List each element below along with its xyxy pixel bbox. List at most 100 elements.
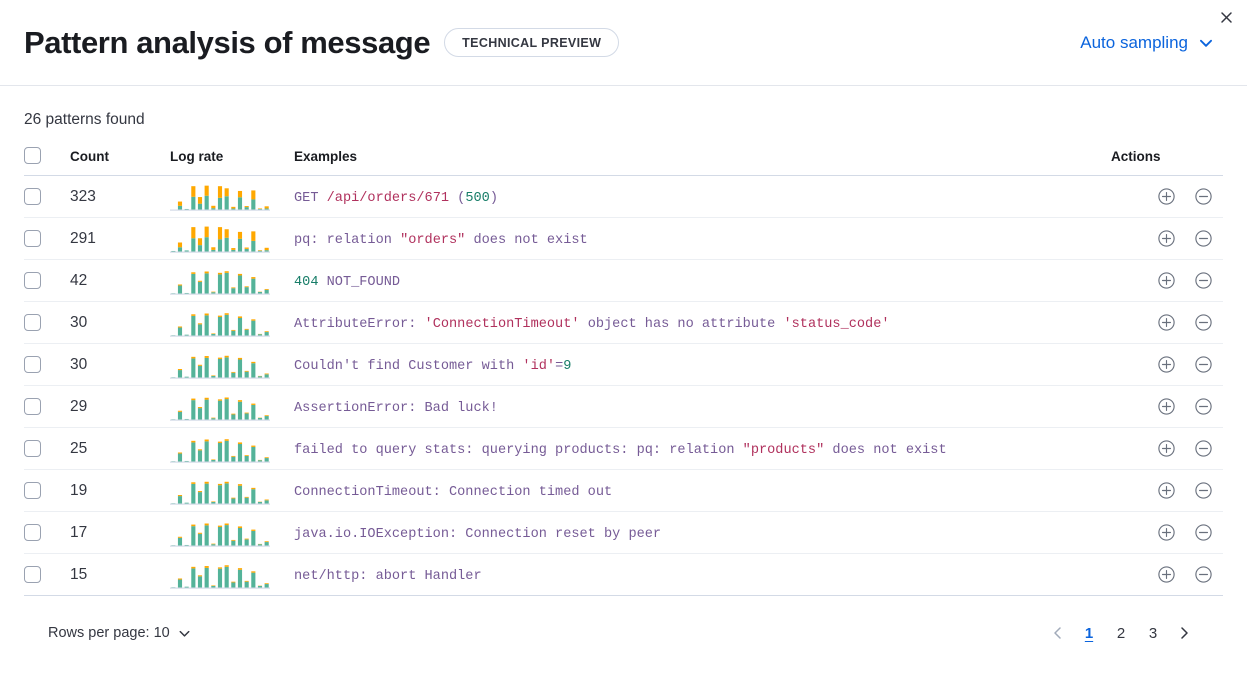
column-header-examples[interactable]: Examples	[294, 147, 1111, 176]
log-rate-sparkline	[170, 476, 294, 506]
count-cell: 19	[70, 469, 170, 512]
row-checkbox[interactable]	[24, 356, 41, 373]
row-checkbox[interactable]	[24, 482, 41, 499]
minus-circle-icon[interactable]	[1194, 439, 1213, 458]
example-token-str: "products"	[742, 442, 825, 458]
table-row[interactable]: 15 net/http: abort Handler	[24, 553, 1223, 596]
plus-circle-icon[interactable]	[1157, 481, 1176, 500]
row-checkbox[interactable]	[24, 440, 41, 457]
row-checkbox[interactable]	[24, 566, 41, 583]
log-rate-sparkline	[170, 392, 294, 422]
count-cell: 15	[70, 553, 170, 596]
minus-circle-icon[interactable]	[1194, 313, 1213, 332]
select-all-checkbox[interactable]	[24, 147, 41, 164]
example-token-str: "orders"	[400, 232, 466, 248]
log-rate-cell	[170, 511, 294, 554]
log-rate-cell	[170, 385, 294, 428]
column-header-log-rate[interactable]: Log rate	[170, 147, 294, 176]
minus-circle-icon[interactable]	[1194, 271, 1213, 290]
table-row[interactable]: 291 pq: relation "orders" does not exist	[24, 217, 1223, 260]
count-value: 323	[70, 187, 96, 205]
example-cell: 404 NOT_FOUND	[294, 259, 1111, 302]
plus-circle-icon[interactable]	[1157, 523, 1176, 542]
log-rate-sparkline	[170, 434, 294, 464]
row-select-cell	[24, 427, 70, 470]
example-token-num: 500	[465, 190, 490, 206]
minus-circle-icon[interactable]	[1194, 355, 1213, 374]
plus-circle-icon[interactable]	[1157, 271, 1176, 290]
count-value: 291	[70, 229, 96, 247]
row-checkbox[interactable]	[24, 524, 41, 541]
example-token-default: )	[489, 190, 498, 206]
row-select-cell	[24, 553, 70, 596]
example-token-default: =	[555, 358, 564, 374]
chevron-right-icon[interactable]	[1169, 618, 1199, 648]
patterns-panel: 26 patterns found Count Log rate Example…	[0, 86, 1247, 648]
plus-circle-icon[interactable]	[1157, 313, 1176, 332]
log-rate-cell	[170, 175, 294, 218]
count-cell: 30	[70, 301, 170, 344]
plus-circle-icon[interactable]	[1157, 565, 1176, 584]
plus-circle-icon[interactable]	[1157, 187, 1176, 206]
example-token-path: /api/orders/671	[326, 190, 450, 206]
example-text: java.io.IOException: Connection reset by…	[294, 527, 661, 542]
example-token-num: 404	[294, 274, 319, 290]
column-header-count[interactable]: Count	[70, 147, 170, 176]
minus-circle-icon[interactable]	[1194, 523, 1213, 542]
plus-circle-icon[interactable]	[1157, 397, 1176, 416]
log-rate-sparkline	[170, 308, 294, 338]
example-token-default: net/http: abort Handler	[294, 568, 482, 584]
plus-circle-icon[interactable]	[1157, 229, 1176, 248]
chevron-down-icon[interactable]	[177, 626, 192, 641]
page-number-2[interactable]: 2	[1116, 624, 1126, 642]
example-token-str: 'id'	[522, 358, 556, 374]
row-checkbox[interactable]	[24, 230, 41, 247]
chevron-left-icon[interactable]	[1043, 618, 1073, 648]
minus-circle-icon[interactable]	[1194, 229, 1213, 248]
example-token-default: AssertionError: Bad luck!	[294, 400, 498, 416]
count-value: 15	[70, 565, 88, 583]
example-cell: GET /api/orders/671 (500)	[294, 175, 1111, 218]
page-number-1[interactable]: 1	[1084, 624, 1094, 642]
plus-circle-icon[interactable]	[1157, 439, 1176, 458]
example-cell: java.io.IOException: Connection reset by…	[294, 511, 1111, 554]
chevron-down-icon[interactable]	[1197, 34, 1215, 52]
minus-circle-icon[interactable]	[1194, 565, 1213, 584]
page-number-3[interactable]: 3	[1148, 624, 1158, 642]
row-checkbox[interactable]	[24, 398, 41, 415]
example-token-default: does not exist	[465, 232, 588, 248]
title-group: Pattern analysis of message TECHNICAL PR…	[24, 27, 620, 58]
log-rate-sparkline	[170, 518, 294, 548]
plus-circle-icon[interactable]	[1157, 355, 1176, 374]
log-rate-sparkline	[170, 266, 294, 296]
rows-per-page-control[interactable]: Rows per page: 10	[48, 625, 192, 641]
minus-circle-icon[interactable]	[1194, 397, 1213, 416]
row-checkbox[interactable]	[24, 314, 41, 331]
example-token-default: pq: relation	[294, 232, 401, 248]
table-row[interactable]: 323 GET /api/orders/671 (500)	[24, 175, 1223, 218]
row-checkbox[interactable]	[24, 272, 41, 289]
example-text: failed to query stats: querying products…	[294, 443, 947, 458]
auto-sampling-label[interactable]: Auto sampling	[1080, 32, 1188, 52]
minus-circle-icon[interactable]	[1194, 187, 1213, 206]
log-rate-sparkline	[170, 560, 294, 590]
example-token-default: Couldn't find Customer with	[294, 358, 523, 374]
row-checkbox[interactable]	[24, 188, 41, 205]
count-value: 25	[70, 439, 88, 457]
example-text: 404 NOT_FOUND	[294, 275, 400, 290]
table-footer: Rows per page: 10 1 2 3	[24, 596, 1223, 648]
minus-circle-icon[interactable]	[1194, 481, 1213, 500]
log-rate-sparkline	[170, 182, 294, 212]
close-icon[interactable]	[1213, 4, 1239, 30]
log-rate-cell	[170, 427, 294, 470]
log-rate-cell	[170, 301, 294, 344]
table-row[interactable]: 25 failed to query stats: querying produc…	[24, 427, 1223, 470]
count-value: 30	[70, 313, 88, 331]
